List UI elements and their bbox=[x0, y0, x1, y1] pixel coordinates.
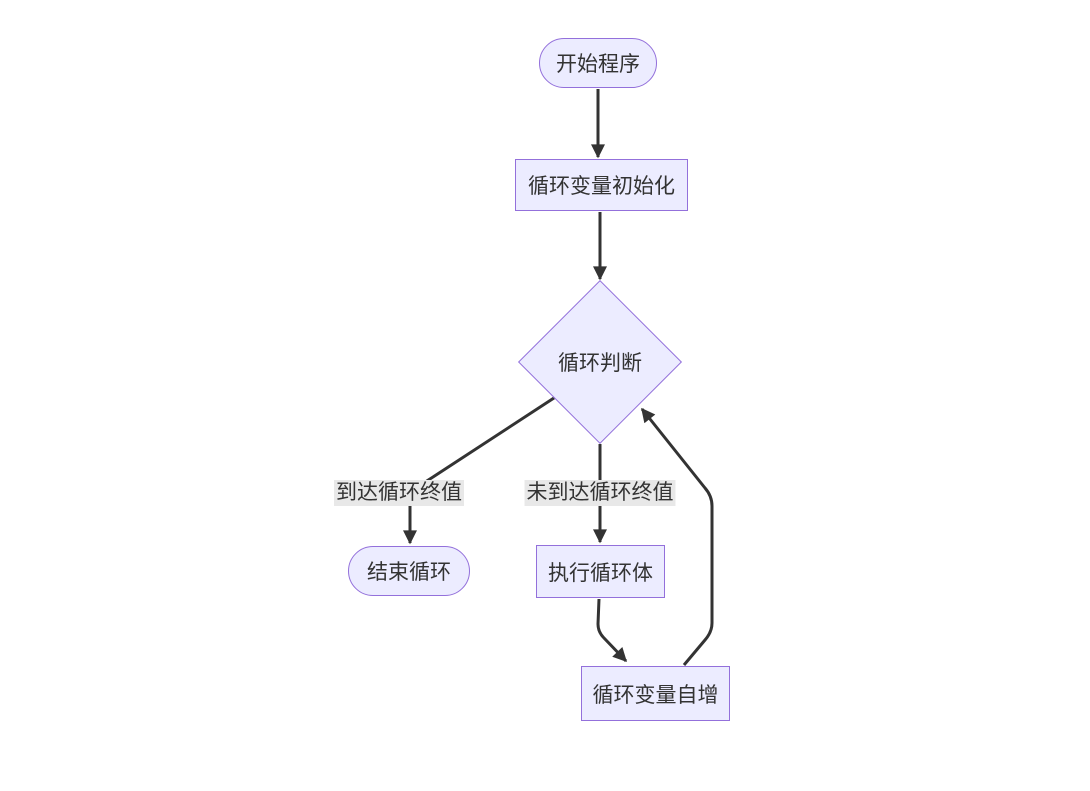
node-init: 循环变量初始化 bbox=[515, 159, 688, 211]
node-end: 结束循环 bbox=[348, 546, 470, 596]
edge-judge-to-end bbox=[403, 394, 558, 545]
node-start: 开始程序 bbox=[539, 38, 657, 88]
node-body: 执行循环体 bbox=[536, 545, 665, 598]
edge-body-to-incr bbox=[596, 598, 628, 663]
edge-label-not-reached: 未到达循环终值 bbox=[524, 480, 676, 506]
node-start-label: 开始程序 bbox=[556, 53, 640, 76]
node-judge: 循环判断 bbox=[517, 279, 683, 445]
node-incr-label: 循环变量自增 bbox=[592, 683, 719, 707]
edge-incr-to-judge bbox=[640, 407, 714, 666]
node-body-label: 执行循环体 bbox=[548, 561, 653, 585]
node-end-label: 结束循环 bbox=[367, 561, 451, 584]
node-init-label: 循环变量初始化 bbox=[528, 175, 675, 198]
node-judge-label: 循环判断 bbox=[558, 352, 642, 375]
node-incr: 循环变量自增 bbox=[581, 666, 730, 721]
edge-label-reached: 到达循环终值 bbox=[334, 480, 464, 506]
